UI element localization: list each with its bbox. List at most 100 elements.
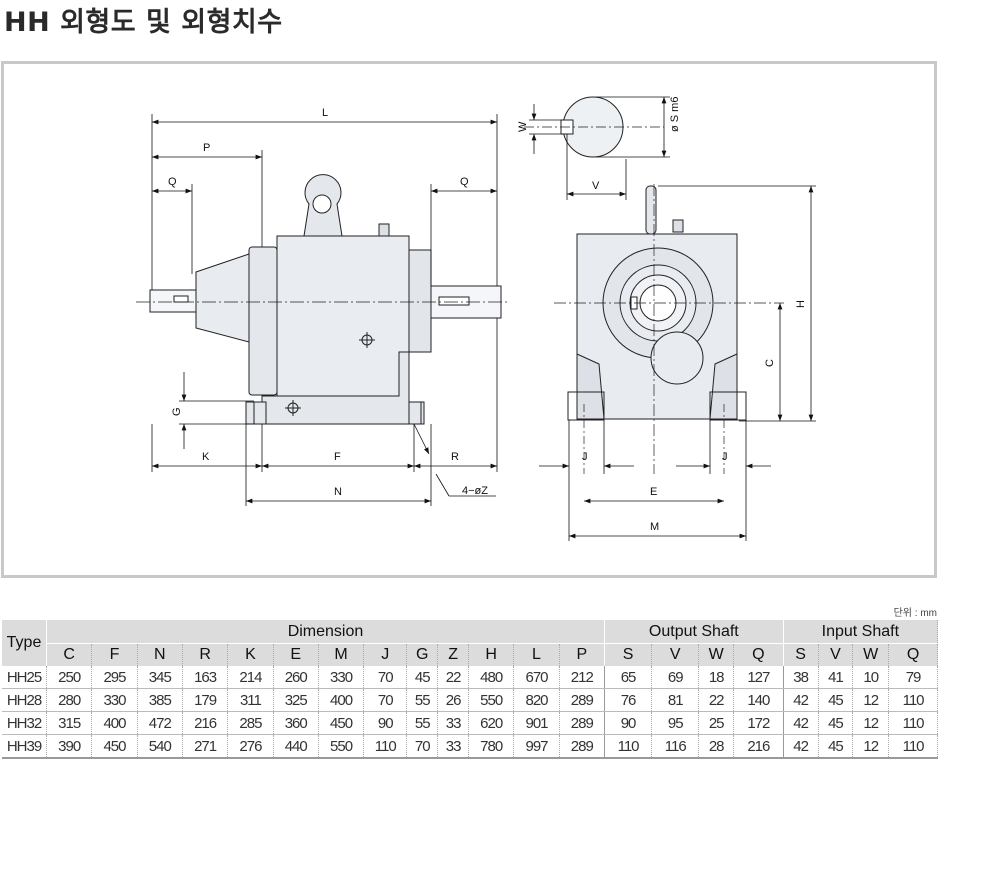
table-cell: 45	[406, 666, 439, 689]
unit-label: 단위 : mm	[893, 608, 937, 619]
column-header-f: F	[91, 643, 138, 666]
table-cell: 345	[137, 666, 183, 689]
table-cell: 41	[818, 666, 854, 689]
table-cell: 400	[91, 711, 138, 735]
table-cell: 315	[46, 711, 93, 735]
table-cell: 110	[888, 734, 938, 759]
dim-label-M: M	[650, 521, 659, 533]
column-header-q: Q	[888, 643, 938, 666]
table-cell: 10	[852, 666, 890, 689]
table-cell: 81	[651, 688, 700, 712]
table-cell: 79	[888, 666, 938, 689]
table-cell: 12	[852, 688, 890, 712]
table-cell: 289	[559, 688, 605, 712]
table-cell: 325	[273, 688, 319, 712]
table-cell: 38	[783, 666, 819, 689]
column-header-w: W	[852, 643, 890, 666]
dim-label-K: K	[202, 451, 210, 463]
table-cell: 216	[733, 734, 784, 759]
table-cell: 22	[698, 688, 735, 712]
column-header-m: M	[318, 643, 365, 666]
dim-label-P: P	[203, 142, 210, 154]
dimension-table: Type Dimension Output Shaft Input Shaft …	[2, 620, 939, 759]
table-cell: 25	[698, 711, 735, 735]
group-header-output-shaft: Output Shaft	[604, 620, 784, 644]
table-cell: 12	[852, 734, 890, 759]
table-cell: 311	[227, 688, 274, 712]
dim-label-J-right: J	[722, 451, 728, 463]
row-type-cell: HH32	[2, 711, 47, 735]
column-header-j: J	[363, 643, 408, 666]
column-header-v: V	[651, 643, 700, 666]
table-cell: 997	[513, 734, 560, 759]
column-header-s: S	[604, 643, 653, 666]
column-header-v: V	[818, 643, 854, 666]
dim-label-F: F	[334, 451, 341, 463]
table-cell: 440	[273, 734, 319, 759]
type-header: Type	[2, 620, 47, 666]
column-header-z: Z	[437, 643, 470, 666]
table-cell: 55	[406, 711, 439, 735]
table-cell: 450	[91, 734, 138, 759]
table-cell: 127	[733, 666, 784, 689]
dim-label-L: L	[322, 107, 328, 119]
table-cell: 90	[363, 711, 408, 735]
table-cell: 450	[318, 711, 365, 735]
table-cell: 390	[46, 734, 93, 759]
table-cell: 163	[182, 666, 229, 689]
column-header-s: S	[783, 643, 819, 666]
column-header-h: H	[468, 643, 515, 666]
outline-drawing: L P Q Q G K F R N 4−øZ	[1, 61, 937, 578]
dim-label-J-left: J	[582, 451, 588, 463]
table-cell: 42	[783, 688, 819, 712]
dim-label-S: ø S m6	[669, 97, 681, 132]
table-cell: 45	[818, 688, 854, 712]
dim-label-V: V	[592, 180, 600, 192]
table-cell: 95	[651, 711, 700, 735]
table-cell: 45	[818, 734, 854, 759]
column-header-r: R	[182, 643, 229, 666]
dim-label-N: N	[334, 486, 342, 498]
table-cell: 55	[406, 688, 439, 712]
table-cell: 472	[137, 711, 183, 735]
table-cell: 28	[698, 734, 735, 759]
table-cell: 276	[227, 734, 274, 759]
table-cell: 116	[651, 734, 700, 759]
table-cell: 18	[698, 666, 735, 689]
table-cell: 33	[437, 734, 470, 759]
column-header-p: P	[559, 643, 605, 666]
dim-label-W: W	[517, 121, 529, 132]
table-cell: 42	[783, 711, 819, 735]
dim-label-Z: 4−øZ	[462, 485, 488, 497]
table-cell: 26	[437, 688, 470, 712]
table-cell: 670	[513, 666, 560, 689]
dim-label-H: H	[795, 300, 807, 308]
table-cell: 140	[733, 688, 784, 712]
table-cell: 820	[513, 688, 560, 712]
table-cell: 550	[468, 688, 515, 712]
table-cell: 42	[783, 734, 819, 759]
table-cell: 780	[468, 734, 515, 759]
table-cell: 620	[468, 711, 515, 735]
row-type-cell: HH39	[2, 734, 47, 759]
dim-label-G: G	[171, 407, 183, 416]
dim-label-E: E	[650, 486, 657, 498]
table-cell: 70	[406, 734, 439, 759]
table-cell: 385	[137, 688, 183, 712]
table-cell: 260	[273, 666, 319, 689]
page-title: HH 외형도 및 외형치수	[4, 7, 283, 38]
table-cell: 70	[363, 688, 408, 712]
table-cell: 22	[437, 666, 470, 689]
table-cell: 216	[182, 711, 229, 735]
group-header-input-shaft: Input Shaft	[783, 620, 939, 644]
dim-label-C: C	[764, 359, 776, 367]
table-cell: 110	[888, 688, 938, 712]
dim-label-Q-left: Q	[168, 176, 177, 188]
table-cell: 289	[559, 711, 605, 735]
table-cell: 110	[888, 711, 938, 735]
column-header-e: E	[273, 643, 319, 666]
table-cell: 540	[137, 734, 183, 759]
